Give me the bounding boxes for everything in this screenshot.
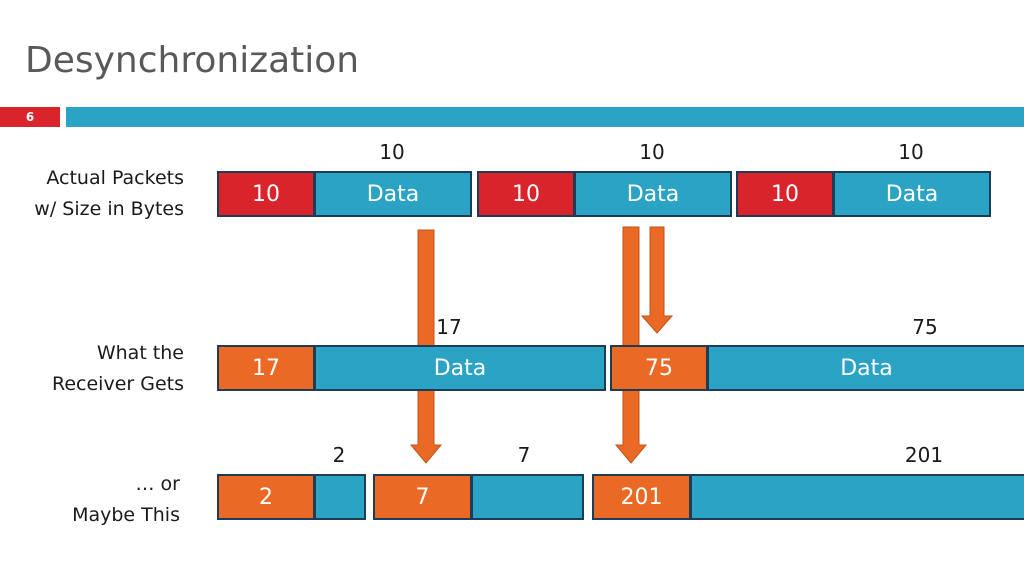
- packet-header: 2: [217, 474, 315, 520]
- row-label-alternative-line1: … or: [135, 473, 180, 495]
- packet-data: Data: [314, 345, 606, 391]
- packet-header: 7: [373, 474, 472, 520]
- row-label-actual-line1: Actual Packets: [46, 167, 184, 189]
- packet-header: 201: [592, 474, 691, 520]
- arrow-down-3: [640, 226, 674, 334]
- packet-data: Data: [833, 171, 991, 217]
- row-label-received-line1: What the: [96, 342, 184, 364]
- size-label: 17: [436, 315, 462, 339]
- size-label: 10: [898, 140, 924, 164]
- row-label-received-line2: Receiver Gets: [52, 373, 184, 395]
- size-label: 7: [517, 443, 531, 467]
- slide-title: Desynchronization: [25, 40, 360, 81]
- packet-header: 10: [217, 171, 315, 217]
- size-label: 10: [639, 140, 665, 164]
- row-label-alternative-line2: Maybe This: [72, 504, 180, 526]
- size-label: 10: [379, 140, 405, 164]
- packet-header: 17: [217, 345, 315, 391]
- row-label-actual: Actual Packets w/ Size in Bytes: [0, 163, 184, 225]
- header-accent-bar: [66, 107, 1024, 127]
- size-label: 75: [912, 315, 938, 339]
- packet-header: 10: [477, 171, 575, 217]
- slide-number: 6: [0, 107, 60, 127]
- packet-data: Data: [574, 171, 732, 217]
- size-label: 2: [332, 443, 346, 467]
- row-label-alternative: … or Maybe This: [0, 469, 180, 531]
- packet-data: [314, 474, 366, 520]
- packet-data: Data: [314, 171, 472, 217]
- packet-header: 75: [610, 345, 708, 391]
- packet-data: [690, 474, 1024, 520]
- packet-data: [471, 474, 584, 520]
- row-label-received: What the Receiver Gets: [0, 338, 184, 400]
- size-label: 201: [904, 443, 944, 467]
- packet-data: Data: [707, 345, 1024, 391]
- row-label-actual-line2: w/ Size in Bytes: [34, 198, 184, 220]
- packet-header: 10: [736, 171, 834, 217]
